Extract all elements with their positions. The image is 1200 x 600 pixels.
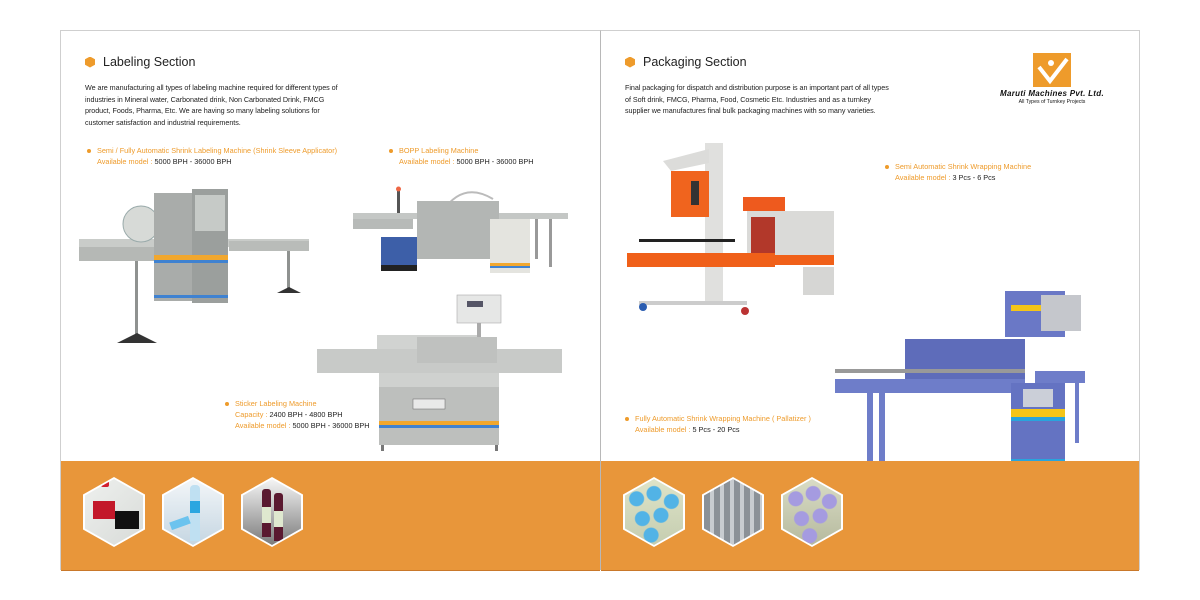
bullet-icon bbox=[389, 148, 393, 153]
company-name: Maruti Machines Pvt. Ltd. bbox=[1000, 89, 1104, 98]
thumbnail-blue-cap-jars-pack bbox=[623, 477, 685, 547]
shrink-labeling-machine-info: Semi / Fully Automatic Shrink Labeling M… bbox=[87, 145, 337, 167]
company-tagline: All Types of Turnkey Projects bbox=[1018, 99, 1086, 105]
labeling-page: Labeling Section We are manufacturing al… bbox=[60, 30, 600, 571]
thumbnail-blue-label-water-bottles bbox=[162, 477, 224, 547]
bopp-labeling-machine-info: BOPP Labeling Machine Available model : … bbox=[389, 145, 534, 167]
bullet-icon bbox=[625, 416, 629, 421]
labeling-thumbnails bbox=[83, 477, 303, 547]
packaging-intro-text: Final packaging for dispatch and distrib… bbox=[625, 83, 889, 116]
thumbnail-red-black-label-bottles bbox=[83, 477, 145, 547]
section-title: Labeling Section bbox=[103, 55, 196, 69]
shrink-labeling-machine-image bbox=[79, 189, 309, 343]
packaging-section-heading: Packaging Section bbox=[625, 55, 747, 69]
machine-name: Fully Automatic Shrink Wrapping Machine … bbox=[635, 414, 811, 423]
sticker-labeling-machine-info: Sticker Labeling Machine Capacity : 2400… bbox=[225, 398, 370, 431]
packaging-page: Packaging Section Final packaging for di… bbox=[600, 30, 1140, 571]
thumbnail-purple-cap-jars-pack bbox=[781, 477, 843, 547]
packaging-photo-band bbox=[601, 461, 1139, 571]
labeling-photo-band bbox=[61, 461, 600, 571]
fully-auto-shrink-wrapping-machine-image bbox=[835, 291, 1085, 473]
semi-auto-shrink-wrapping-info: Semi Automatic Shrink Wrapping Machine A… bbox=[885, 161, 1031, 183]
machine-name: BOPP Labeling Machine bbox=[399, 146, 479, 155]
machine-name: Semi / Fully Automatic Shrink Labeling M… bbox=[97, 146, 338, 155]
company-logo: Maruti Machines Pvt. Ltd. All Types of T… bbox=[991, 53, 1113, 105]
section-title: Packaging Section bbox=[643, 55, 747, 69]
semi-auto-shrink-wrapping-machine-image bbox=[627, 143, 834, 315]
thumbnail-water-bottles-shrink-pack bbox=[702, 477, 764, 547]
brochure-spread: Labeling Section We are manufacturing al… bbox=[60, 30, 1140, 571]
bullet-icon bbox=[885, 164, 889, 169]
bullet-icon bbox=[225, 401, 229, 406]
sticker-labeling-machine-image bbox=[317, 294, 562, 451]
labeling-section-heading: Labeling Section bbox=[85, 55, 195, 69]
bullet-icon bbox=[87, 148, 91, 153]
hexagon-bullet-icon bbox=[625, 56, 635, 68]
thumbnail-wine-bottles bbox=[241, 477, 303, 547]
fully-auto-shrink-wrapping-info: Fully Automatic Shrink Wrapping Machine … bbox=[625, 413, 811, 435]
hexagon-bullet-icon bbox=[85, 56, 95, 68]
machine-name: Semi Automatic Shrink Wrapping Machine bbox=[895, 162, 1032, 171]
logo-mark-icon bbox=[1033, 53, 1071, 87]
machine-name: Sticker Labeling Machine bbox=[235, 399, 317, 408]
bopp-labeling-machine-image bbox=[353, 186, 568, 273]
labeling-intro-text: We are manufacturing all types of labeli… bbox=[85, 83, 338, 127]
packaging-thumbnails bbox=[623, 477, 843, 547]
